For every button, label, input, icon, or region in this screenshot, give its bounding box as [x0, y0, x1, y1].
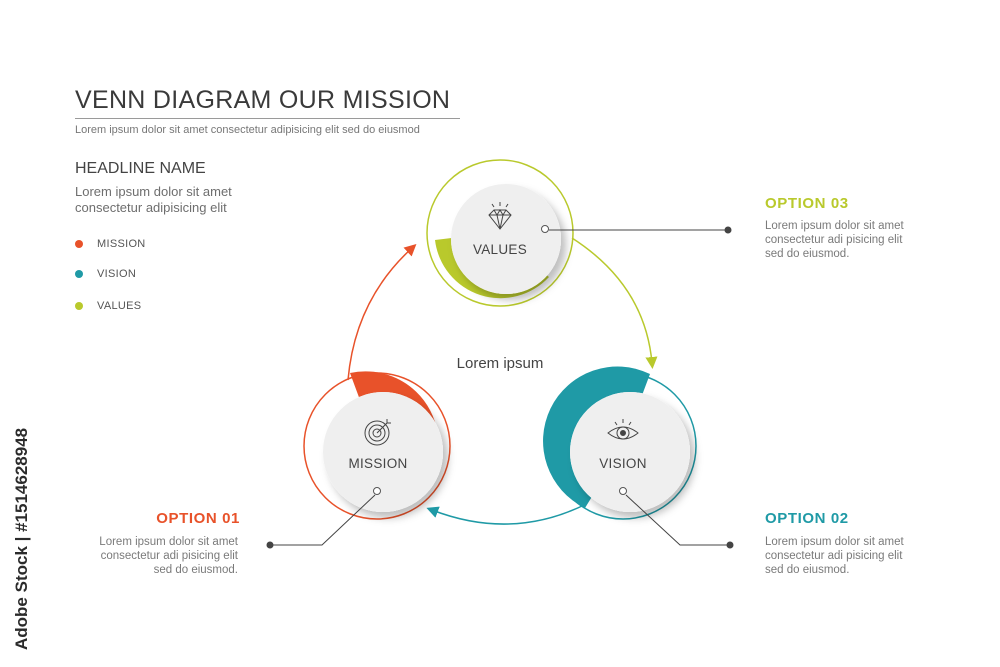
- legend-item-mission: MISSION: [75, 236, 146, 252]
- watermark-text: Adobe Stock | #1514628948: [12, 427, 31, 650]
- option1-line-1: Lorem ipsum dolor sit amet: [99, 536, 238, 548]
- leader-line-option2: [625, 494, 734, 549]
- center-text: Lorem ipsum: [457, 355, 544, 372]
- option2-line-1: Lorem ipsum dolor sit amet: [765, 536, 904, 548]
- legend-label-vision: VISION: [97, 268, 137, 280]
- intro-line-2: consectetur adipisicing elit: [75, 200, 227, 215]
- option2-line-2: consectetur adi pisicing elit: [765, 550, 903, 562]
- option3-title: OPTION 03: [765, 195, 849, 212]
- intro-line-1: Lorem ipsum dolor sit amet: [75, 184, 232, 199]
- option1-line-2: consectetur adi pisicing elit: [100, 550, 238, 562]
- legend-label-values: VALUES: [97, 300, 142, 312]
- option1-title: OPTION 01: [156, 510, 240, 527]
- node-mission-label: MISSION: [348, 456, 407, 471]
- diamond-icon: [488, 202, 512, 230]
- option1-line-3: sed do eiusmod.: [153, 564, 238, 576]
- option3-line-2: consectetur adi pisicing elit: [765, 234, 903, 246]
- node-mission: MISSION: [303, 371, 451, 520]
- legend-item-values: VALUES: [75, 298, 141, 314]
- page-subtitle: Lorem ipsum dolor sit amet consectetur a…: [75, 124, 420, 136]
- option3-line-3: sed do eiusmod.: [765, 248, 850, 260]
- title-divider: [75, 118, 460, 119]
- page-title: VENN DIAGRAM OUR MISSION: [75, 86, 451, 114]
- node-values-label: VALUES: [473, 242, 527, 257]
- node-vision: VISION: [543, 366, 697, 520]
- arrow-values-to-vision: [571, 237, 658, 369]
- arrow-mission-to-values: [347, 243, 417, 381]
- leader-line-option3: [549, 226, 732, 234]
- headline: HEADLINE NAME: [75, 160, 206, 177]
- legend-label-mission: MISSION: [97, 238, 146, 250]
- legend-dot-vision: [75, 270, 83, 278]
- option3-line-1: Lorem ipsum dolor sit amet: [765, 220, 904, 232]
- legend-dot-values: [75, 302, 83, 310]
- leader-line-option1: [266, 494, 376, 549]
- node-values: VALUES: [426, 159, 574, 307]
- legend-item-vision: VISION: [75, 266, 136, 282]
- eye-icon: [607, 419, 639, 440]
- option2-title: OPTION 02: [765, 510, 849, 527]
- arrow-vision-to-mission: [426, 505, 583, 525]
- option2-line-3: sed do eiusmod.: [765, 564, 850, 576]
- legend-dot-mission: [75, 240, 83, 248]
- target-icon: [364, 419, 391, 446]
- stock-watermark: Adobe Stock | #1514628948: [8, 420, 38, 650]
- node-vision-label: VISION: [599, 456, 647, 471]
